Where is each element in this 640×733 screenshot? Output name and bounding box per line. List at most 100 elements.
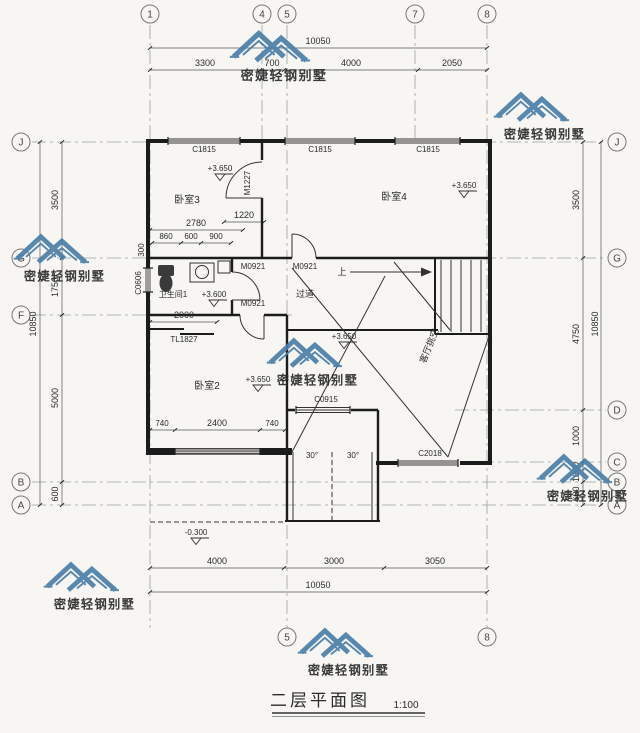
grid-bubble-left-j: J — [11, 132, 31, 152]
door-gaps — [229, 160, 316, 318]
svg-text:J: J — [615, 138, 620, 149]
dim-top-overall: 10050 — [305, 36, 330, 46]
svg-text:G: G — [613, 254, 621, 265]
label-window-c1815-1: C1815 — [192, 145, 216, 154]
roof-angle-left: 30° — [306, 451, 318, 460]
dim-left-seg-2: 5000 — [50, 388, 60, 408]
svg-text:1: 1 — [147, 10, 153, 21]
grid-bubble-bottom-5: 5 — [277, 627, 297, 647]
dim-top-seg-0: 3300 — [195, 58, 215, 68]
svg-text:D: D — [613, 406, 620, 417]
staircase — [350, 260, 482, 332]
drawing-scale: 1:100 — [393, 700, 418, 711]
roof-angle-notes: 30° 30° — [306, 451, 359, 460]
dim-left-overall: 10850 — [28, 311, 38, 336]
svg-text:A: A — [614, 501, 621, 512]
elevation-marks: +3.650 +3.650 +3.650 +3.650 +3.600 -0.30… — [185, 164, 478, 545]
door-bedroom4-swing — [291, 233, 317, 259]
dim-left-seg-1: 1750 — [50, 277, 60, 297]
label-window-c1815-2: C1815 — [308, 145, 332, 154]
stair-up-label: 上 — [337, 267, 346, 277]
dim-left-seg-3: 600 — [50, 486, 60, 501]
grid-bubble-bottom-8: 8 — [477, 627, 497, 647]
svg-text:B: B — [614, 478, 621, 489]
room-label-living-void: 客厅挑空 — [417, 327, 441, 365]
grid-bubble-left-b: B — [11, 472, 31, 492]
elev-bedroom3: +3.650 — [208, 164, 233, 173]
svg-text:C: C — [613, 458, 620, 469]
window-c0606 — [143, 267, 153, 293]
sink-basin — [195, 265, 209, 279]
washer-box — [217, 260, 231, 274]
dim-fixture-0: 860 — [159, 232, 173, 241]
svg-text:7: 7 — [412, 10, 418, 21]
grid-bubble-right-d: D — [607, 400, 627, 420]
label-window-c1815-3: C1815 — [416, 145, 440, 154]
dim-left-seg-0: 3500 — [50, 190, 60, 210]
grid-bubble-right-j: J — [607, 132, 627, 152]
grid-bubble-right-g: G — [607, 248, 627, 268]
svg-text:4: 4 — [259, 10, 265, 21]
dim-window-string-0: 740 — [155, 419, 169, 428]
svg-text:8: 8 — [484, 10, 490, 21]
label-door-m1227: M1227 — [243, 170, 252, 195]
window-balcony-2400 — [174, 448, 261, 455]
window-c1815-2 — [284, 137, 356, 145]
dim-right-seg-1: 4750 — [571, 324, 581, 344]
dim-bottom-seg-0: 4000 — [207, 556, 227, 566]
dim-right-seg-0: 3500 — [571, 190, 581, 210]
elev-bathroom: +3.600 — [202, 290, 227, 299]
svg-text:5: 5 — [284, 633, 290, 644]
watermark — [298, 631, 389, 678]
dim-bedroom3-width: 2780 — [186, 218, 206, 228]
toilet-bowl — [159, 274, 173, 292]
elev-bedroom2: +3.650 — [246, 375, 271, 384]
bathroom-fixtures — [158, 260, 231, 292]
room-label-bathroom1: 卫生间1 — [159, 289, 188, 299]
door-m1227-swing — [225, 161, 263, 199]
dim-bottom-seg-2: 3050 — [425, 556, 445, 566]
svg-text:A: A — [18, 501, 25, 512]
dimension-texts: 10050 3300 700 4000 2050 4000 3000 3050 … — [28, 36, 600, 590]
dim-fixture-1: 600 — [184, 232, 198, 241]
dim-fixture-2: 900 — [209, 232, 223, 241]
label-door-m0921-3: M0921 — [241, 299, 266, 308]
watermark — [44, 565, 135, 612]
dim-wall-offset: 300 — [137, 243, 146, 257]
dim-window-string-1: 2400 — [207, 418, 227, 428]
window-c2018 — [397, 459, 460, 467]
dim-bottom-overall: 10050 — [305, 580, 330, 590]
title-block: 二层平面图 1:100 — [270, 691, 425, 717]
doors — [150, 161, 317, 340]
grid-bubble-top-5: 5 — [277, 4, 297, 24]
door-bedroom2-swing — [239, 314, 265, 340]
elev-bedroom4: +3.650 — [452, 181, 477, 190]
room-label-corridor: 过道 — [296, 288, 314, 299]
label-window-c0606: C0606 — [134, 271, 143, 295]
grid-bubble-left-f: F — [11, 305, 31, 325]
dim-corridor-width: 2000 — [174, 310, 194, 320]
grid-bubble-top-8: 8 — [477, 4, 497, 24]
opening-labels: C1815 C1815 C1815 M1227 C0606 M0921 M092… — [134, 145, 442, 458]
sink-counter — [189, 262, 215, 283]
grid-bubble-top-7: 7 — [405, 4, 425, 24]
dim-window-string-2: 740 — [265, 419, 279, 428]
dim-right-seg-2: 1000 — [571, 426, 581, 446]
svg-text:B: B — [18, 478, 25, 489]
dim-top-seg-1: 700 — [264, 58, 279, 68]
dim-right-overall: 10850 — [590, 311, 600, 336]
sliding-door-tl1827 — [150, 328, 214, 335]
watermark — [494, 95, 585, 142]
elev-ground: -0.300 — [185, 528, 208, 537]
dim-top-seg-3: 2050 — [442, 58, 462, 68]
svg-text:F: F — [18, 311, 24, 322]
label-door-m0921-1: M0921 — [241, 262, 266, 271]
dim-bottom-seg-1: 3000 — [324, 556, 344, 566]
roof-angle-right: 30° — [347, 451, 359, 460]
label-window-c2018: C2018 — [418, 449, 442, 458]
drawing-title: 二层平面图 — [270, 691, 370, 710]
label-window-c0915: C0915 — [314, 395, 338, 404]
window-c1815-3 — [394, 137, 461, 145]
